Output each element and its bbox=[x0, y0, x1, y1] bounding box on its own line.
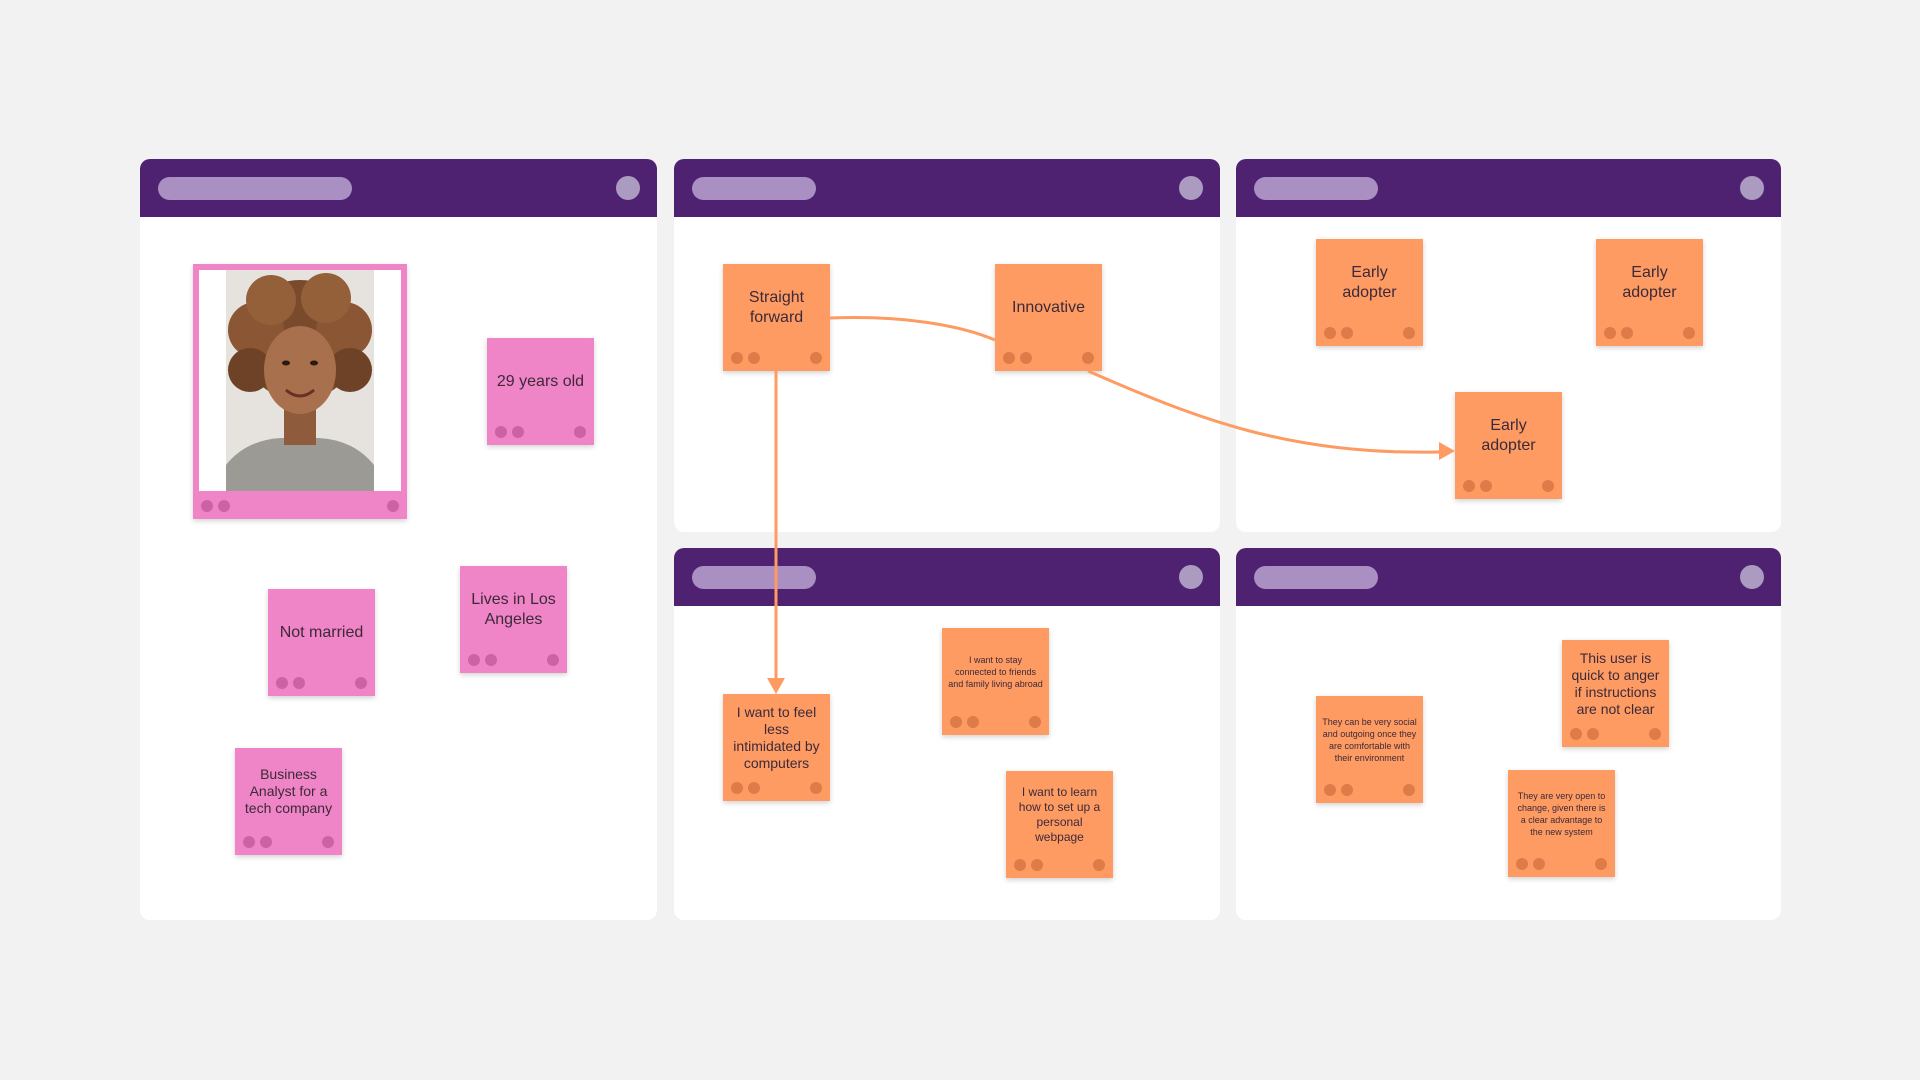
sticky-note-behavior-social[interactable]: They can be very social and outgoing onc… bbox=[1316, 696, 1423, 803]
frame-title-placeholder[interactable] bbox=[1254, 177, 1378, 200]
frame-header bbox=[1236, 548, 1781, 606]
note-dots bbox=[1516, 858, 1607, 870]
note-text: 29 years old bbox=[496, 372, 585, 390]
frame-header bbox=[674, 548, 1220, 606]
note-text: Not married bbox=[279, 623, 364, 641]
frame-title-placeholder[interactable] bbox=[692, 177, 816, 200]
sticky-note-innovative[interactable]: Innovative bbox=[995, 264, 1102, 371]
note-dots bbox=[1003, 352, 1094, 364]
sticky-note-behavior-anger[interactable]: This user is quick to anger if instructi… bbox=[1562, 640, 1669, 747]
frame-header bbox=[140, 159, 657, 217]
sticky-note-behavior-open[interactable]: They are very open to change, given ther… bbox=[1508, 770, 1615, 877]
note-text: I want to feel less intimidated by compu… bbox=[733, 703, 820, 771]
note-text: Innovative bbox=[1012, 298, 1085, 316]
frame-title-placeholder[interactable] bbox=[158, 177, 352, 200]
frame-menu-dot[interactable] bbox=[1179, 565, 1203, 589]
sticky-note-straight-forward[interactable]: Straight forward bbox=[723, 264, 830, 371]
sticky-note-marital-status[interactable]: Not married bbox=[268, 589, 375, 696]
note-dots bbox=[731, 352, 822, 364]
note-text: Early adopter bbox=[1342, 263, 1397, 301]
note-text: Business Analyst for a tech company bbox=[244, 766, 333, 816]
persona-photo bbox=[226, 270, 374, 491]
note-dots bbox=[1014, 859, 1105, 871]
persona-photo-card[interactable] bbox=[193, 264, 407, 519]
note-dots bbox=[243, 836, 334, 848]
note-text: Lives in Los Angeles bbox=[471, 590, 556, 628]
note-dots bbox=[1463, 480, 1554, 492]
frame-menu-dot[interactable] bbox=[616, 176, 640, 200]
note-text: I want to learn how to set up a personal… bbox=[1018, 784, 1101, 844]
note-dots bbox=[276, 677, 367, 689]
frame-header bbox=[674, 159, 1220, 217]
frame-title-placeholder[interactable] bbox=[692, 566, 816, 589]
note-text: Straight forward bbox=[748, 288, 805, 326]
note-text: This user is quick to anger if instructi… bbox=[1571, 649, 1660, 717]
note-dots bbox=[1570, 728, 1661, 740]
note-dots bbox=[1324, 327, 1415, 339]
note-dots bbox=[950, 716, 1041, 728]
sticky-note-goal-connected[interactable]: I want to stay connected to friends and … bbox=[942, 628, 1049, 735]
sticky-note-goal-webpage[interactable]: I want to learn how to set up a personal… bbox=[1006, 771, 1113, 878]
sticky-note-goal-computers[interactable]: I want to feel less intimidated by compu… bbox=[723, 694, 830, 801]
note-text: I want to stay connected to friends and … bbox=[948, 654, 1043, 689]
frame-header bbox=[1236, 159, 1781, 217]
note-dots bbox=[1324, 784, 1415, 796]
sticky-note-age[interactable]: 29 years old bbox=[487, 338, 594, 445]
note-dots bbox=[495, 426, 586, 438]
note-dots bbox=[731, 782, 822, 794]
sticky-note-early-adopter[interactable]: Early adopter bbox=[1596, 239, 1703, 346]
sticky-note-location[interactable]: Lives in Los Angeles bbox=[460, 566, 567, 673]
frame-title-placeholder[interactable] bbox=[1254, 566, 1378, 589]
note-dots bbox=[468, 654, 559, 666]
note-text: Early adopter bbox=[1481, 416, 1536, 454]
sticky-note-early-adopter[interactable]: Early adopter bbox=[1455, 392, 1562, 499]
frame-menu-dot[interactable] bbox=[1740, 176, 1764, 200]
portrait-illustration bbox=[226, 270, 374, 491]
frame-menu-dot[interactable] bbox=[1179, 176, 1203, 200]
note-dots bbox=[1604, 327, 1695, 339]
note-text: Early adopter bbox=[1622, 263, 1677, 301]
card-dots bbox=[201, 500, 399, 512]
frame-menu-dot[interactable] bbox=[1740, 565, 1764, 589]
sticky-note-occupation[interactable]: Business Analyst for a tech company bbox=[235, 748, 342, 855]
sticky-note-early-adopter[interactable]: Early adopter bbox=[1316, 239, 1423, 346]
photo-frame bbox=[199, 270, 401, 491]
note-text: They can be very social and outgoing onc… bbox=[1322, 716, 1417, 763]
note-text: They are very open to change, given ther… bbox=[1517, 790, 1606, 837]
